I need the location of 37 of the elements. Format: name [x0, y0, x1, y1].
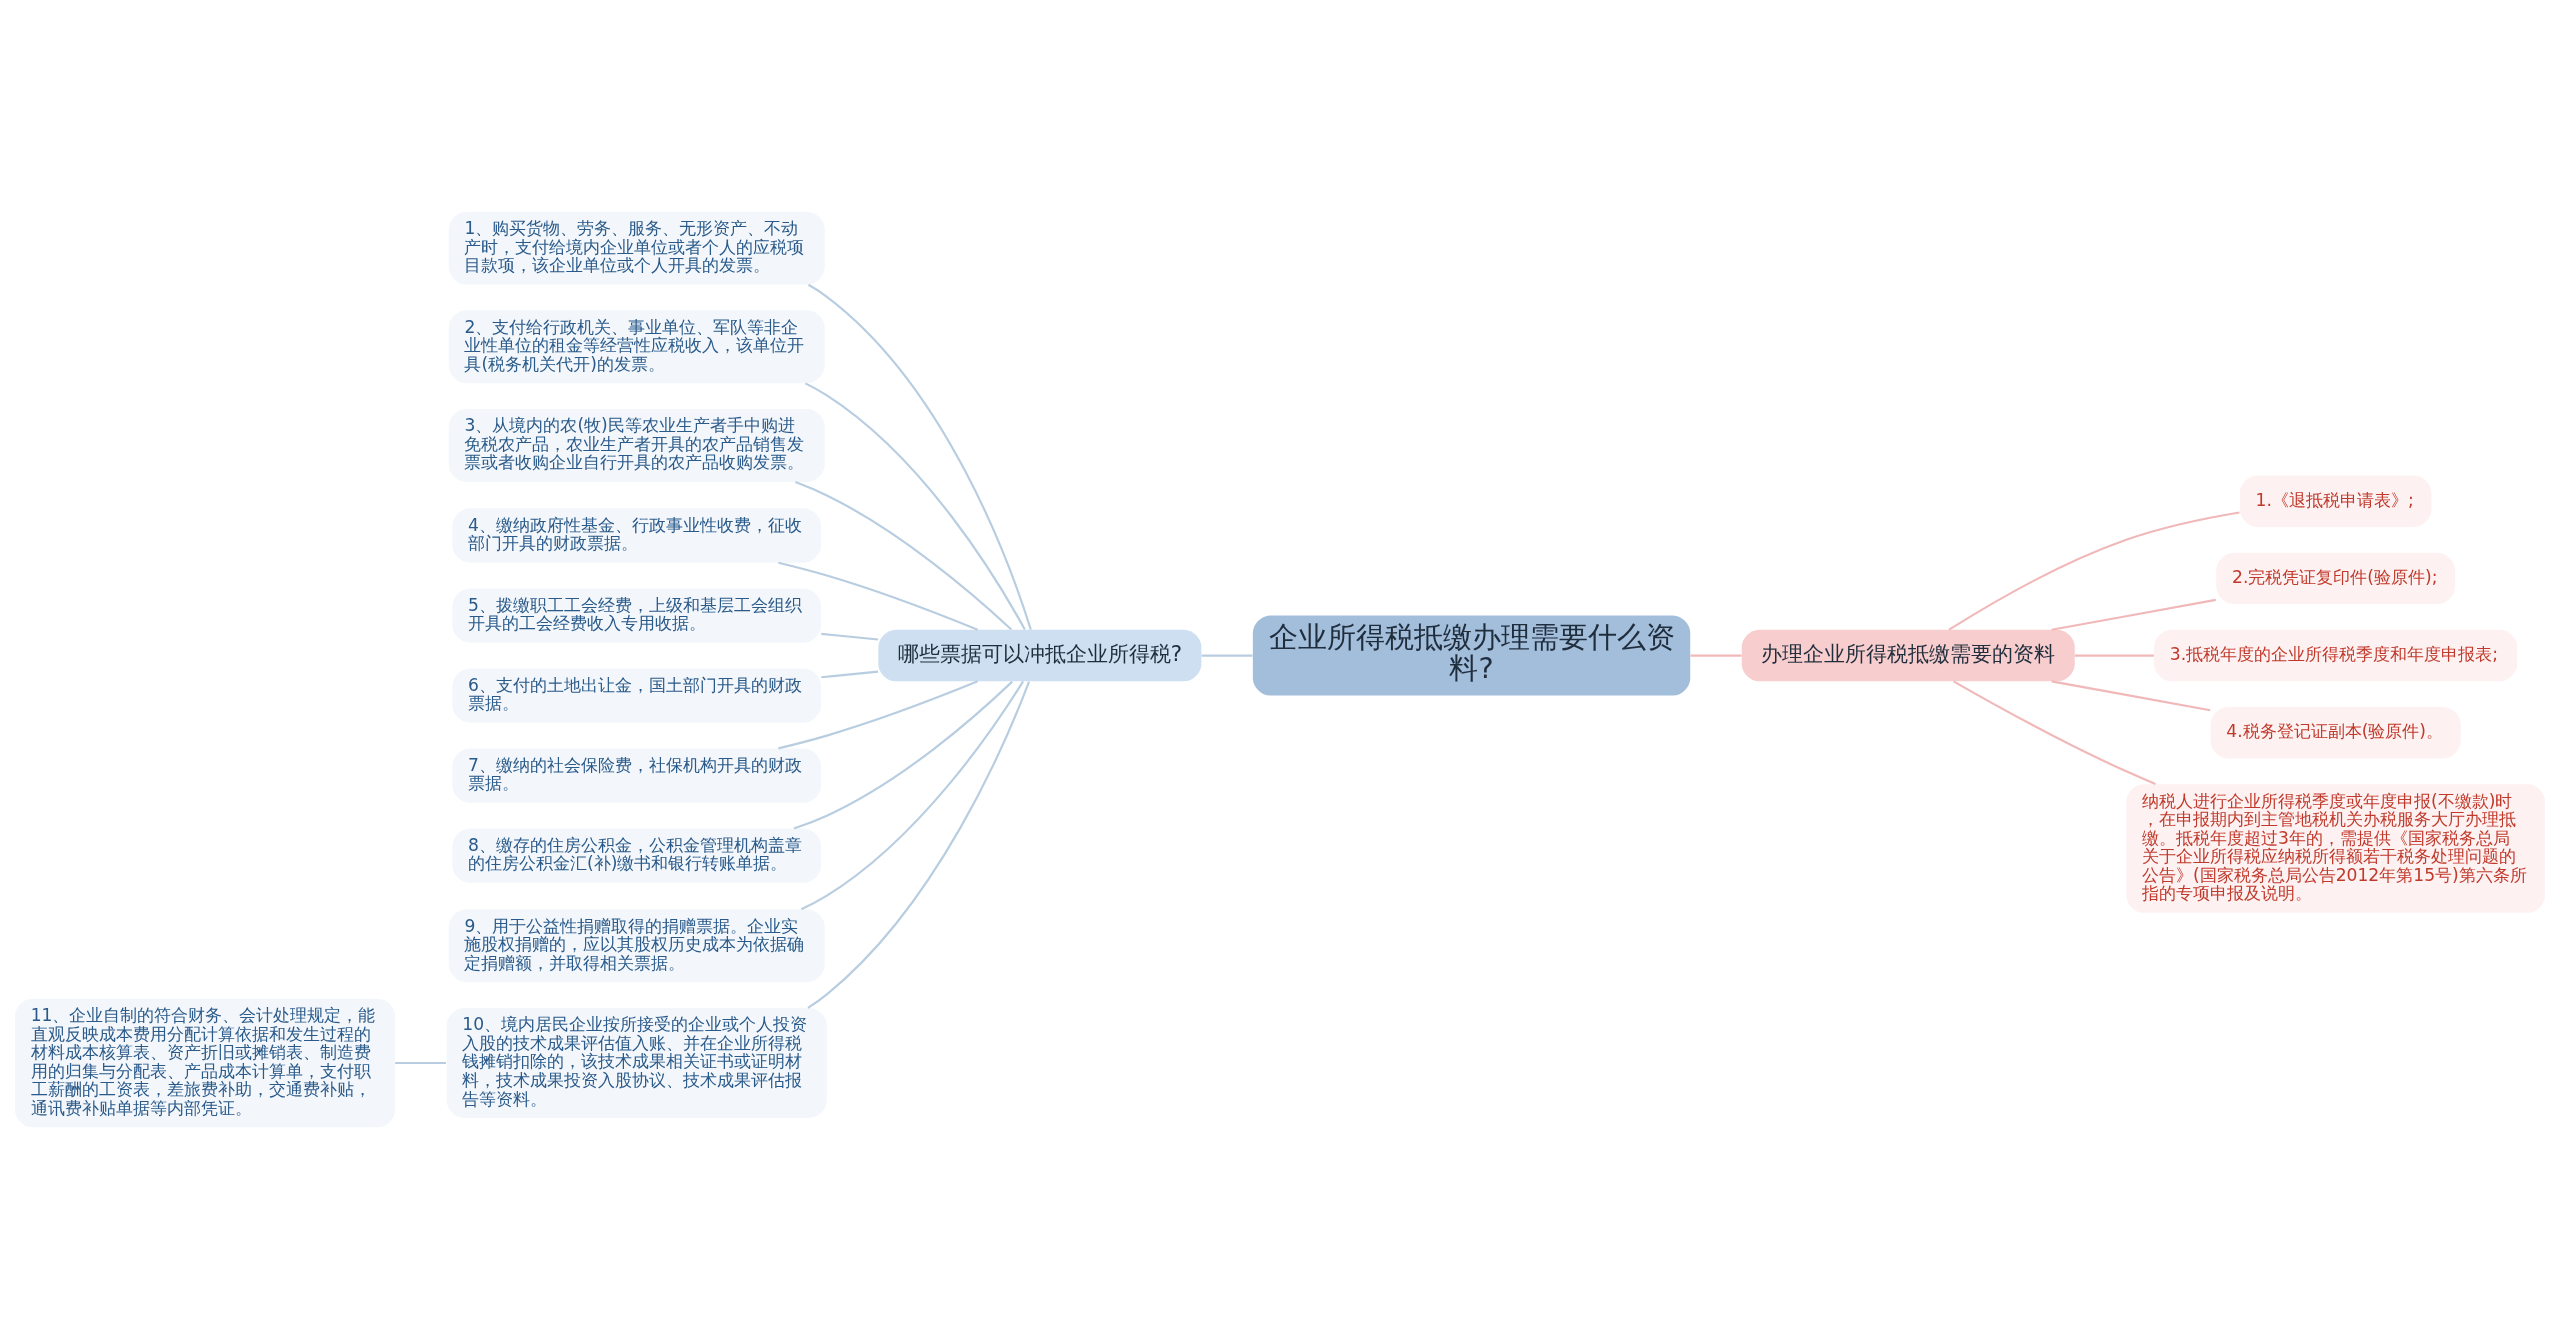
connector	[395, 1061, 446, 1065]
connector	[800, 680, 1024, 911]
connector	[1953, 680, 2156, 785]
node-box: 2、支付给行政机关、事业单位、军队等非企业性单位的租金等经营性应税收入，该单位开具(税务机关代开)的发票。	[448, 310, 825, 384]
connector	[821, 670, 879, 679]
node-box: 7、缴纳的社会保险费，社保机构开具的财政票据。	[452, 748, 822, 803]
node-box: 8、缴存的住房公积金，公积金管理机构盖章的住房公积金汇(补)缴书和银行转账单据。	[452, 828, 822, 883]
node-box: 1、购买货物、劳务、服务、无形资产、不动产时，支付给境内企业单位或者个人的应税项目款项，该企业单位或个人开具的发票。	[448, 211, 825, 285]
connector	[1201, 654, 1253, 657]
node-box: 4、缴纳政府性基金、行政事业性收费，征收部门开具的财政票据。	[452, 508, 822, 563]
node-box: 9、用于公益性捐赠取得的捐赠票据。企业实施股权捐赠的，应以其股权历史成本为依据确定捐赠额，并取得相关票据。	[448, 909, 825, 983]
connector	[778, 680, 979, 750]
node-box: 办理企业所得税抵缴需要的资料	[1741, 629, 2075, 682]
connector	[778, 561, 979, 631]
node-box: 纳税人进行企业所得税季度或年度申报(不缴款)时，在申报期内到主管地税机关办税服务大厅办理抵缴。抵税年度超过3年的，需提供《国家税务总局关于企业所得税应纳税所得额若干税务处理问题的公告》(国家税务总局公告2012年第15号)第六条所指的专项申报及说明。	[2126, 784, 2546, 913]
node-box: 哪些票据可以冲抵企业所得税?	[878, 629, 1202, 682]
node-box: 6、支付的土地出让金，国土部门开具的财政票据。	[452, 668, 822, 723]
connector	[2051, 598, 2216, 631]
node-box: 企业所得税抵缴办理需要什么资料?	[1252, 615, 1691, 696]
connector	[2075, 654, 2154, 657]
connector	[807, 283, 1032, 630]
connector	[807, 681, 1031, 1009]
node-box: 3、从境内的农(牧)民等农业生产者手中购进免税农产品，农业生产者开具的农产品销售发票或者收购企业自行开具的农产品收购发票。	[448, 409, 825, 482]
node-box: 1.《退抵税申请表》;	[2239, 475, 2432, 527]
node-box: 3.抵税年度的企业所得税季度和年度申报表;	[2154, 629, 2518, 682]
node-box: 2.完税凭证复印件(验原件);	[2216, 552, 2455, 605]
node-box: 11、企业自制的符合财务、会计处理规定，能直观反映成本费用分配计算依据和发生过程的材料成本核算表、资产折旧或摊销表、制造费用的归集与分配表、产品成本计算单，支付职工薪酬的工资表，差旅费补助，交通费补贴，通讯费补贴单据等内部凭证。	[14, 998, 396, 1128]
connector	[821, 632, 879, 641]
connector	[804, 382, 1026, 631]
connector	[1690, 654, 1742, 657]
node-box: 5、拨缴职工工会经费，上级和基层工会组织开具的工会经费收入专用收据。	[452, 588, 822, 643]
node-box: 10、境内居民企业按所接受的企业或个人投资入股的技术成果评估值入账、并在企业所得税钱摊销扣除的，该技术成果相关证书或证明材料，技术成果投资入股协议、技术成果评估报告等资料。	[446, 1007, 827, 1118]
connector	[793, 680, 1013, 830]
node-box: 4.税务登记证副本(验原件)。	[2210, 707, 2461, 759]
connector	[2051, 680, 2211, 712]
connector	[1948, 511, 2240, 631]
connector	[795, 481, 1013, 631]
